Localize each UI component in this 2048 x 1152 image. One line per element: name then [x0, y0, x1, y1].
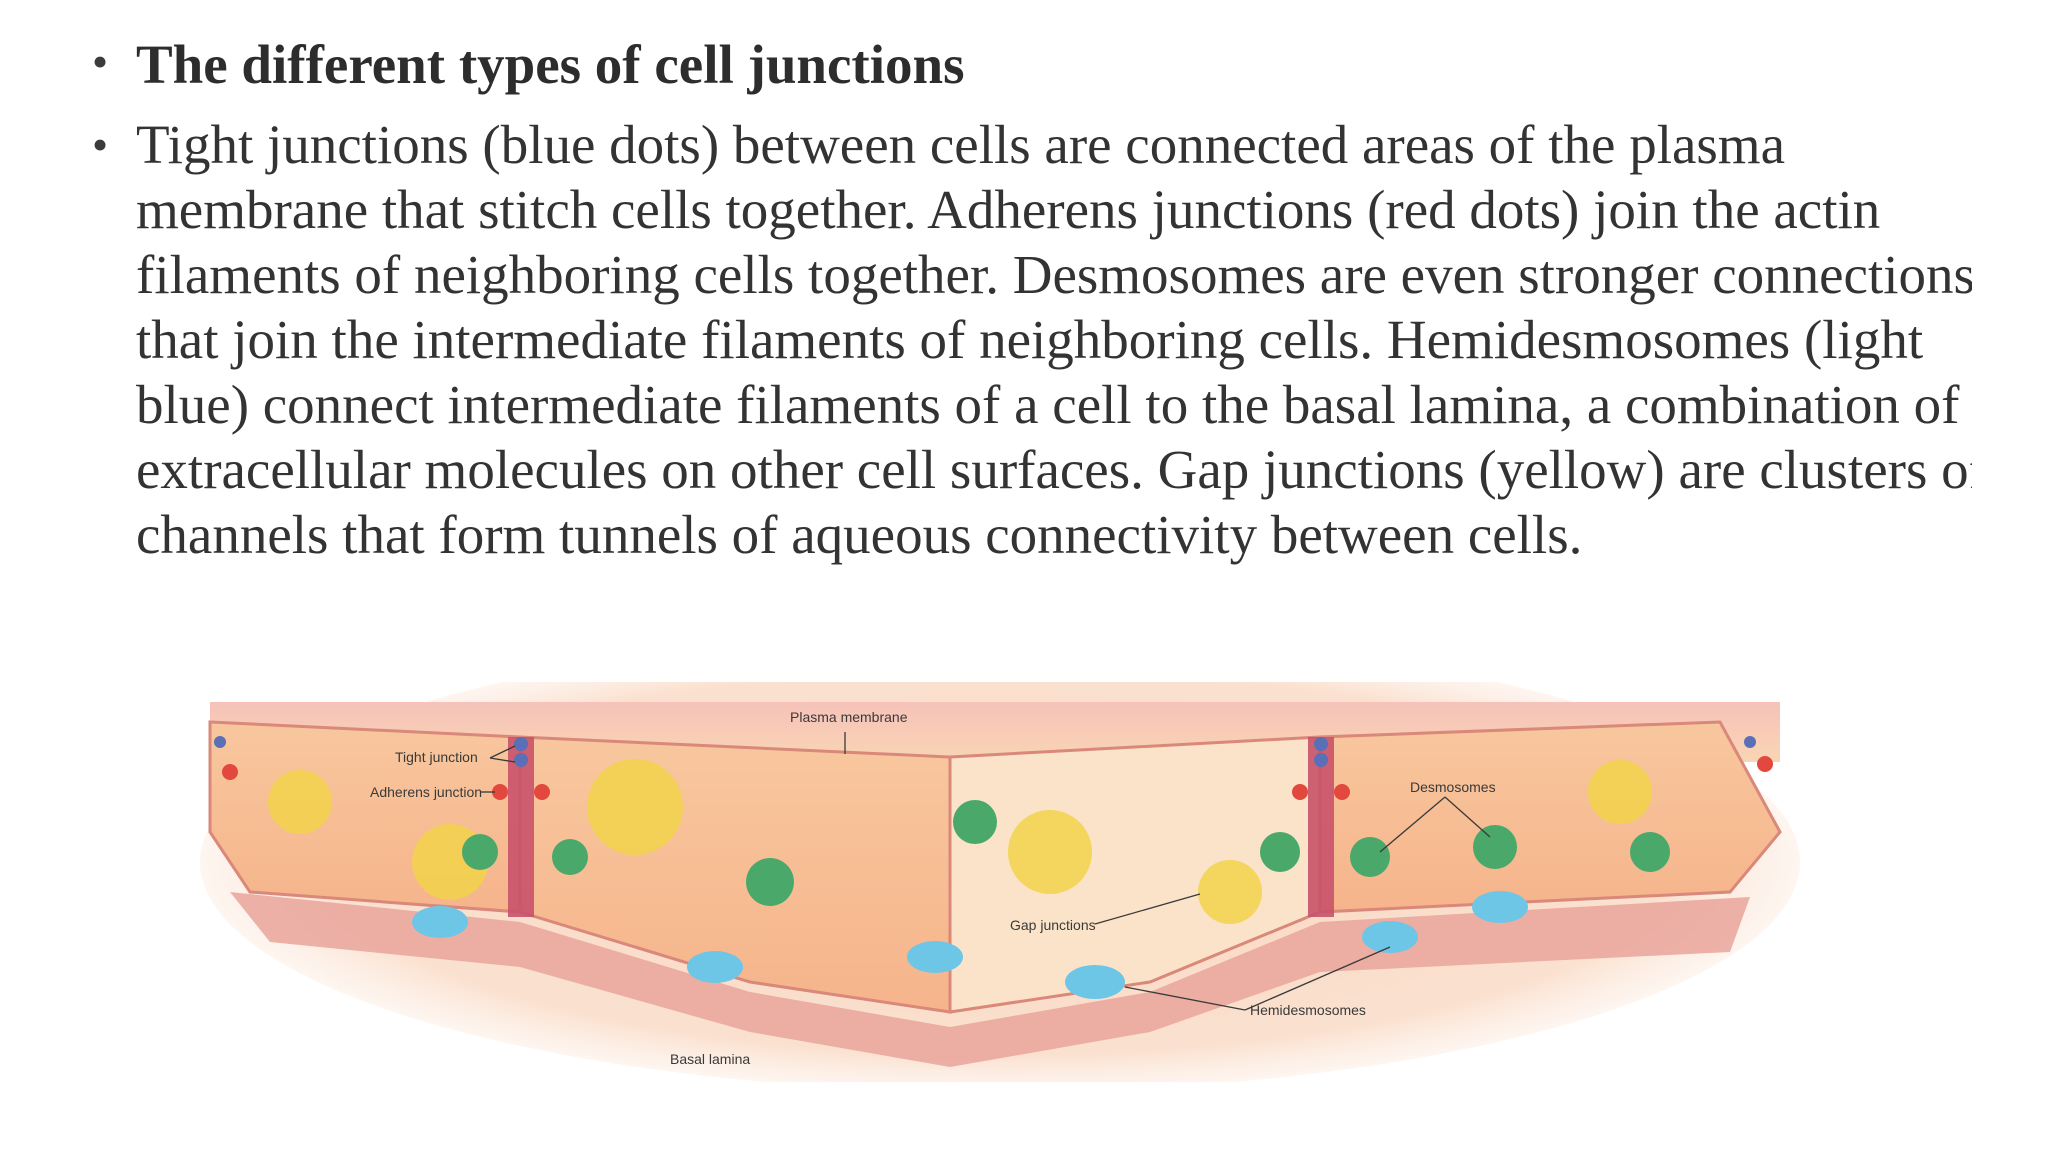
label-basal-lamina: Basal lamina [670, 1051, 750, 1067]
title-bullet: • The different types of cell junctions [92, 30, 1972, 100]
cell-right [1318, 720, 1782, 914]
label-plasma-membrane: Plasma membrane [790, 709, 908, 725]
bullet-dot: • [92, 36, 109, 87]
cell-junctions-illustration: Tight junction Adherens junction Plasma … [190, 682, 1810, 1082]
slide-body-text: Tight junctions (blue dots) between cell… [136, 114, 1972, 565]
cell-junctions-diagram: Tight junction Adherens junction Plasma … [200, 682, 1800, 1082]
adherens-junctions [222, 756, 1773, 800]
hemidesmosomes [412, 891, 1528, 999]
tight-junctions [214, 736, 1756, 767]
label-gap-junctions: Gap junctions [1010, 917, 1096, 933]
slide-title: The different types of cell junctions [136, 34, 965, 95]
desmosomes [462, 800, 1670, 906]
leader-lines [480, 732, 1491, 1011]
label-hemidesmosomes: Hemidesmosomes [1250, 1002, 1366, 1018]
label-desmosomes: Desmosomes [1410, 779, 1496, 795]
label-tight-junction: Tight junction [395, 749, 478, 765]
label-adherens-junction: Adherens junction [370, 784, 482, 800]
body-bullet: • Tight junctions (blue dots) between ce… [92, 112, 1972, 632]
bullet-dot: • [92, 119, 109, 170]
bullet-list: • The different types of cell junctions … [92, 30, 1972, 632]
gap-junction-clusters [268, 759, 1652, 924]
